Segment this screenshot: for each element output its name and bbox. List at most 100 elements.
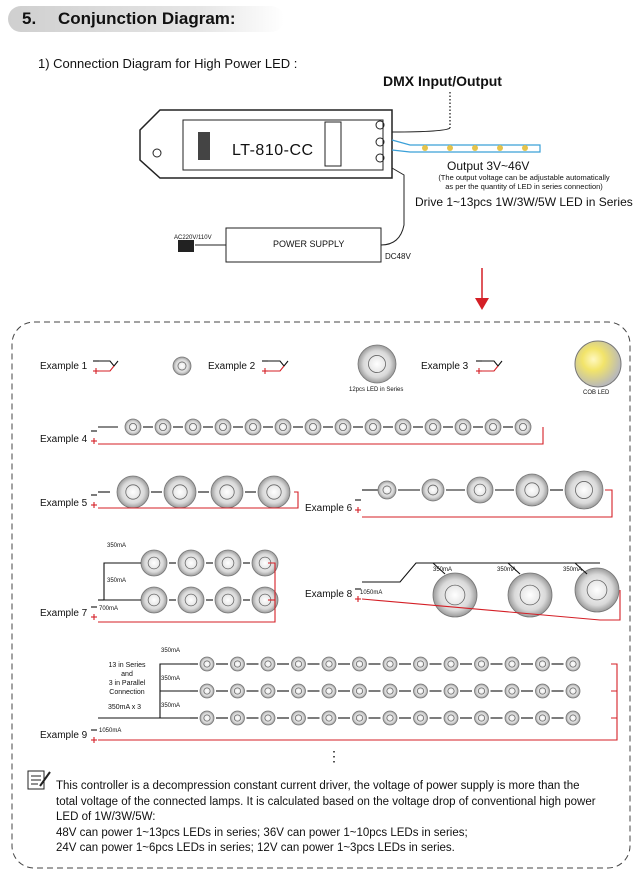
led-lens — [221, 593, 235, 607]
example-4-led — [184, 418, 202, 436]
led-lens — [447, 687, 455, 695]
example-7-led — [177, 549, 205, 577]
led-lens — [382, 485, 392, 495]
example-6-return — [362, 489, 613, 518]
example-4-led — [244, 418, 262, 436]
example-9-current-b: 350mA — [161, 676, 181, 682]
led-lens — [203, 687, 211, 695]
led-lens — [368, 422, 377, 431]
led-lens — [172, 484, 188, 500]
example-7-led — [177, 586, 205, 614]
example-9-desc-4: Connection — [109, 689, 145, 696]
example-5-led — [257, 475, 291, 509]
example-4-led — [274, 418, 292, 436]
example-4-led — [514, 418, 532, 436]
led-lens — [508, 660, 516, 668]
led-lens — [458, 422, 467, 431]
dmx-wire — [391, 92, 451, 133]
example-8-current-b: 350mA — [497, 567, 517, 573]
note-line-2: total voltage of the connected lamps. It… — [56, 795, 596, 808]
note-line-5: 24V can power 1~6pcs LEDs in series; 12V… — [56, 842, 455, 854]
example-3-caption: COB LED — [583, 390, 610, 396]
example-5-led — [163, 475, 197, 509]
led-lens — [264, 687, 272, 695]
led-lens — [147, 556, 161, 570]
led-lens — [233, 687, 242, 695]
example-7-led — [140, 586, 168, 614]
led-lens — [386, 714, 394, 722]
example-9-led — [565, 683, 581, 699]
example-9-led — [291, 656, 306, 672]
led-lens — [177, 361, 187, 371]
led-lens — [218, 422, 227, 431]
led-lens — [416, 687, 425, 695]
drive-label: Drive 1~13pcs 1W/3W/5W LED in Series — [415, 195, 633, 209]
led-lens — [355, 660, 364, 668]
example-8-current-c: 350mA — [563, 567, 583, 573]
section-number: 5. — [22, 9, 37, 28]
example-9-led — [504, 656, 520, 672]
example-9-led — [382, 656, 398, 672]
led-lens — [477, 714, 486, 722]
example-7-led — [140, 549, 168, 577]
example-6-led — [421, 478, 445, 502]
led-lens — [519, 584, 541, 606]
example-9-led — [413, 656, 428, 672]
output-note-line-1: (The output voltage can be adjustable au… — [438, 173, 610, 182]
led-lens — [264, 660, 272, 668]
led-strip-output — [391, 139, 541, 153]
led-lens — [147, 593, 161, 607]
note-text: This controller is a decompression const… — [56, 779, 626, 857]
example-9-led — [260, 710, 276, 726]
down-arrow — [475, 268, 489, 310]
example-5-led — [116, 475, 150, 509]
note-line-4: 48V can power 1~13pcs LEDs in series; 36… — [56, 826, 468, 839]
example-9-led — [413, 683, 428, 699]
led-lens — [398, 422, 407, 431]
example-3-wire — [482, 360, 503, 367]
example-5-return — [98, 491, 299, 509]
example-7-label: Example 7 — [40, 608, 88, 619]
example-9-led — [321, 656, 337, 672]
example-4-led — [364, 418, 382, 436]
example-9-led — [474, 710, 489, 726]
example-9-neg — [159, 663, 190, 719]
dmx-label: DMX Input/Output — [383, 73, 502, 89]
example-8-current-a: 350mA — [433, 567, 453, 573]
led-lens — [569, 714, 577, 722]
example-4-label: Example 4 — [40, 434, 88, 445]
example-9-led — [321, 710, 337, 726]
example-9-led — [352, 710, 367, 726]
output-note: (The output voltage can be adjustable au… — [424, 173, 624, 191]
example-6-label: Example 6 — [305, 503, 353, 514]
examples-frame — [11, 321, 631, 869]
example-7-led — [214, 549, 242, 577]
led-lens — [569, 687, 577, 695]
example-8-current-total: 1050mA — [360, 590, 383, 596]
led-lens — [325, 714, 333, 722]
example-9-led — [565, 656, 581, 672]
output-note-line-2: as per the quantity of LED in series con… — [445, 182, 603, 191]
example-9-led — [413, 710, 428, 726]
example-3-cob-led — [574, 340, 622, 388]
wire — [99, 365, 115, 372]
example-4-led — [334, 418, 352, 436]
led-lens — [508, 714, 516, 722]
example-9-led — [260, 656, 276, 672]
note-line-3: LED of 1W/3W/5W: — [56, 811, 156, 823]
example-9-return — [98, 663, 618, 741]
example-6-led — [564, 470, 604, 510]
example-5-label: Example 5 — [40, 498, 88, 509]
example-9-led — [382, 710, 398, 726]
example-9-led — [474, 656, 489, 672]
example-8-led — [432, 572, 478, 618]
example-9-desc-2: and — [121, 671, 133, 678]
example-7-led — [251, 549, 279, 577]
led-lens — [338, 422, 347, 431]
controller-model: LT-810-CC — [232, 142, 314, 159]
example-9-current-a: 350mA — [161, 648, 181, 654]
example-3-label: Example 3 — [421, 361, 469, 372]
example-1-led — [172, 356, 192, 376]
section-title: Conjunction Diagram: — [58, 9, 236, 28]
example-8-led — [507, 572, 553, 618]
